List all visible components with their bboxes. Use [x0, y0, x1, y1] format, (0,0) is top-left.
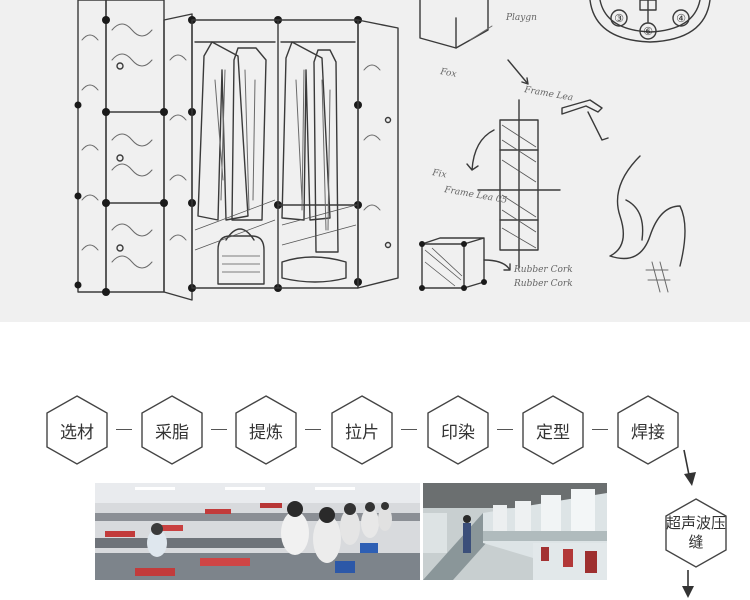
svg-text:Frame Lea: Frame Lea — [522, 85, 573, 104]
process-step-label: 超声波压缝 — [666, 514, 727, 551]
down-arrow-icon — [683, 449, 696, 486]
small-cube-sketch: Playgn — [419, 0, 537, 49]
process-separator — [305, 429, 321, 430]
svg-text:Rubber Cork: Rubber Cork — [513, 279, 573, 289]
bracket-sketch — [561, 99, 609, 141]
process-step-1: 选材 — [45, 394, 109, 466]
process-flow: 选材 采脂 提炼 拉片 印染 定型 焊接 — [0, 380, 750, 480]
dial-number-4: ④ — [676, 12, 686, 25]
process-step-label: 印染 — [441, 422, 475, 443]
svg-text:Fox: Fox — [438, 67, 457, 80]
process-step-7: 焊接 — [616, 394, 680, 466]
factory-machines-photo — [423, 483, 607, 580]
dial-number-3: ③ — [614, 12, 624, 25]
process-separator — [592, 429, 608, 430]
dial-number-6: ⑥ — [643, 25, 653, 38]
process-step-4: 拉片 — [330, 394, 394, 466]
process-step-2: 采脂 — [140, 394, 204, 466]
wardrobe-sketch-illustration: Playgn Fox Frame Lea ③ ⑥ ④ Fix — [0, 0, 750, 322]
hook-sketch — [609, 155, 686, 267]
process-separator — [116, 429, 132, 430]
svg-text:Frame Lea 05: Frame Lea 05 — [442, 185, 508, 206]
process-step-label: 拉片 — [345, 422, 379, 443]
process-step-label: 提炼 — [249, 422, 283, 443]
svg-text:Fix: Fix — [430, 168, 447, 180]
process-step-label: 采脂 — [155, 422, 189, 443]
svg-text:Playgn: Playgn — [505, 13, 537, 23]
process-step-label: 选材 — [60, 422, 94, 443]
sketch-drawing: Playgn Fox Frame Lea ③ ⑥ ④ Fix — [74, 0, 711, 301]
process-step-5: 印染 — [426, 394, 490, 466]
tower-sketch — [466, 99, 561, 269]
left-cabinet-column — [77, 0, 193, 301]
process-separator — [401, 429, 417, 430]
bottom-cube-sketch — [419, 237, 511, 291]
process-step-label: 焊接 — [631, 422, 665, 443]
svg-text:Rubber Cork: Rubber Cork — [513, 265, 573, 275]
process-separator — [497, 429, 513, 430]
right-door — [357, 19, 399, 289]
process-step-ultrasonic: 超声波压缝 — [664, 497, 728, 569]
down-arrow-icon — [682, 570, 694, 598]
dial-sketch: ③ ⑥ ④ — [589, 0, 711, 43]
wardrobe-interior — [191, 19, 359, 289]
process-step-6: 定型 — [521, 394, 585, 466]
process-separator — [211, 429, 227, 430]
process-step-3: 提炼 — [234, 394, 298, 466]
factory-workers-photo — [95, 483, 420, 580]
process-step-label: 定型 — [536, 422, 570, 443]
